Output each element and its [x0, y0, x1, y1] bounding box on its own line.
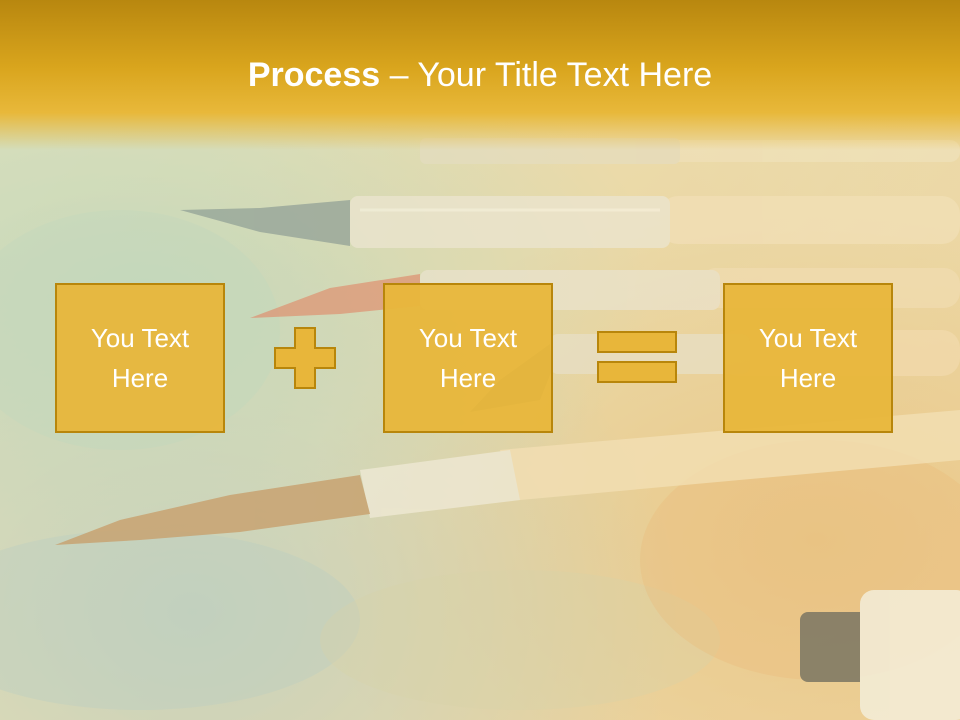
- process-box-1-line-1: You Text: [90, 323, 190, 353]
- process-box-2-line-2: Here: [439, 363, 497, 393]
- title-band: [0, 0, 960, 150]
- title-rest-text: Your Title Text Here: [417, 56, 713, 94]
- title-separator: –: [380, 56, 418, 94]
- process-box-1-line-2: Here: [111, 363, 169, 393]
- title-bold-text: Process: [247, 56, 381, 94]
- process-box-2-line-1: You Text: [418, 323, 518, 353]
- equals-icon: [597, 331, 677, 383]
- slide-title: Process – Your Title Text Here: [0, 52, 960, 98]
- process-box-3-line-2: Here: [779, 363, 837, 393]
- process-box-3-line-1: You Text: [758, 323, 858, 353]
- plus-icon: [274, 327, 336, 389]
